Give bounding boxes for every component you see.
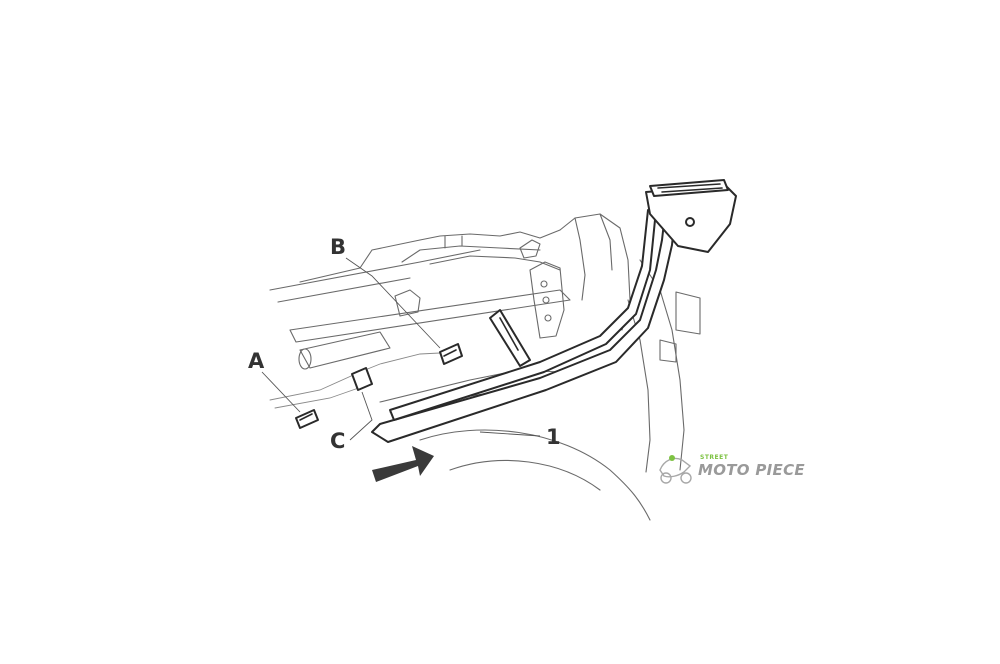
spacer-c xyxy=(351,367,373,391)
label-1: 1 xyxy=(546,425,561,449)
label-b: B xyxy=(330,235,346,259)
motorcycle-rear-body xyxy=(269,213,701,521)
bolt-b xyxy=(439,343,463,365)
rider-icon xyxy=(659,455,692,484)
callout-a: A xyxy=(248,349,301,413)
logo-small-text: STREET xyxy=(700,454,729,461)
bolt-a xyxy=(295,409,319,429)
callout-1: 1 xyxy=(479,425,561,449)
label-a: A xyxy=(248,349,265,373)
callout-b: B xyxy=(330,235,441,349)
label-c: C xyxy=(330,429,345,453)
logo-main-text: MOTO PIECE xyxy=(698,461,805,479)
rack-part-1 xyxy=(371,179,737,443)
callout-c: C xyxy=(330,391,373,453)
moto-piece-logo: STREET MOTO PIECE xyxy=(659,454,805,484)
insertion-arrow xyxy=(372,446,434,482)
